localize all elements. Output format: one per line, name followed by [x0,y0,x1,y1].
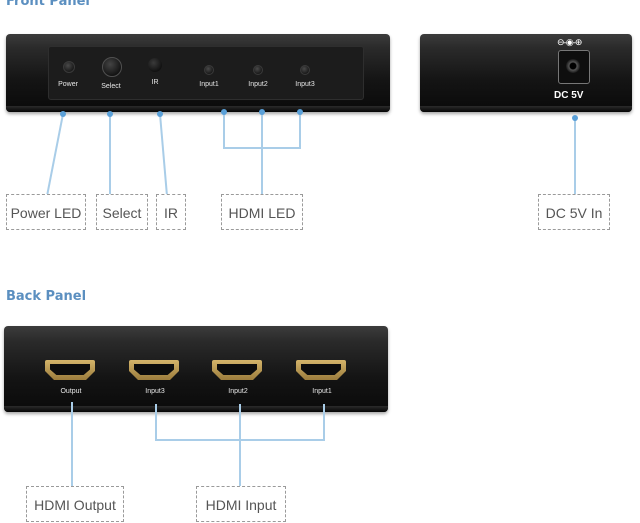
power-label: Power [58,81,78,88]
input1-led-dot [221,109,227,115]
hdmi-input-callout: HDMI Input [196,486,286,522]
input2-port-label: Input2 [228,388,248,395]
hdmi-led-callout: HDMI LED [221,194,303,230]
input3-led-dot [297,109,303,115]
front-panel-device: Power Select IR Input1 Input2 Input3 [6,34,390,112]
ir-callout: IR [156,194,186,230]
front-face-plate: Power Select IR Input1 Input2 Input3 [48,46,364,100]
ir-sensor-icon [148,58,162,72]
back-panel-title: Back Panel [6,289,87,304]
power-led-callout: Power LED [6,194,86,230]
back-panel-device: Output Input3 Input2 Input1 [4,326,388,412]
input1-led-icon [204,65,214,75]
ir-connector-line [159,113,168,197]
output-port-label: Output [60,388,82,395]
hdmi-input3-port-icon [129,360,179,380]
select-label: Select [101,83,121,90]
connector-lines [46,109,578,488]
hdmi-output-port-icon [45,360,95,380]
dc-5v-label: DC 5V [554,90,584,101]
side-panel-device: ⊖-◉-⊕ DC 5V [420,34,632,112]
input3-port-label: Input3 [145,388,165,395]
dc-jack-dot [572,115,578,121]
input2-led-dot [259,109,265,115]
dc-jack-icon [558,50,590,84]
input3-led-icon [300,65,310,75]
hdmi-input1-port-icon [296,360,346,380]
select-button-icon [102,57,122,77]
select-dot [107,111,113,117]
input3-led-label: Input3 [295,81,315,88]
power-led-dot [60,111,66,117]
hdmi-output-callout: HDMI Output [26,486,124,522]
ir-label: IR [151,79,159,86]
power-connector-line [46,113,64,197]
ir-dot [157,111,163,117]
input1-port-label: Input1 [312,388,332,395]
input2-led-label: Input2 [248,81,268,88]
input2-led-icon [253,65,263,75]
dc-polarity-icon: ⊖-◉-⊕ [557,38,582,48]
power-led-icon [63,61,75,73]
front-panel-title: Front Panel [6,0,90,9]
dc-5v-in-callout: DC 5V In [538,194,610,230]
input1-led-label: Input1 [199,81,219,88]
select-callout: Select [96,194,148,230]
hdmi-input2-port-icon [212,360,262,380]
